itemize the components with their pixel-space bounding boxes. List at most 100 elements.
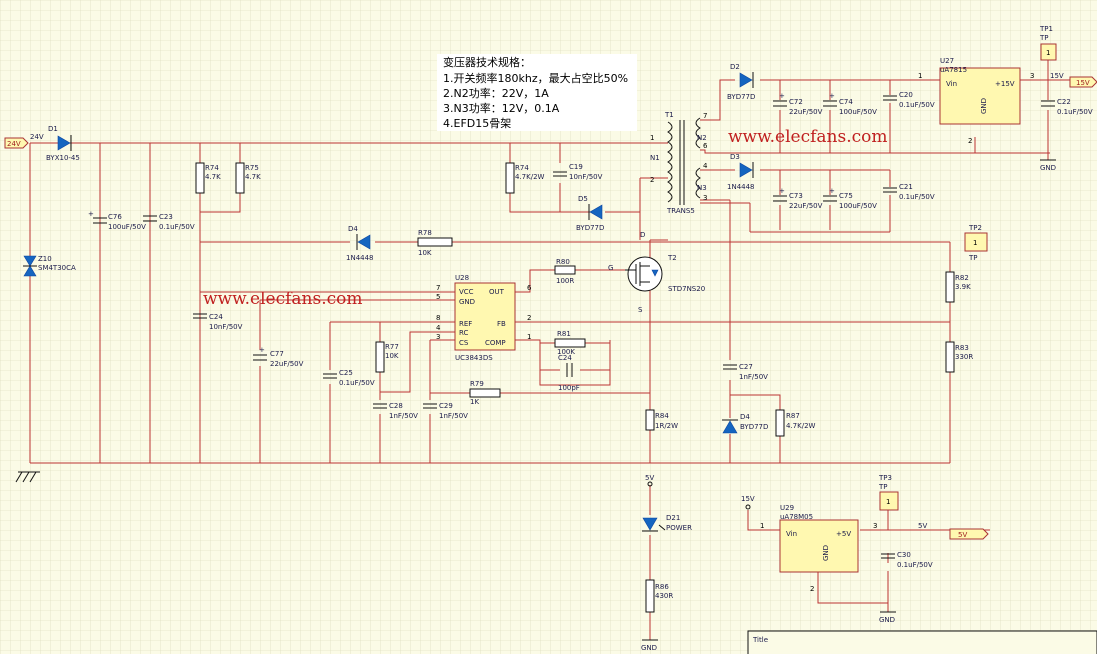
- diode-d5[interactable]: D5 BYD77D: [576, 195, 604, 232]
- capacitor-c27[interactable]: C27 1nF/50V: [723, 363, 768, 381]
- svg-text:RC: RC: [459, 329, 469, 337]
- testpoint-tp2[interactable]: 1 TP2 TP: [964, 224, 988, 262]
- capacitor-c24[interactable]: C24 10nF/50V: [193, 313, 243, 331]
- spec-note-line-3: 3.N3功率：12V，0.1A: [443, 101, 560, 115]
- svg-text:GND: GND: [459, 298, 475, 306]
- output-5v-port[interactable]: 5V: [949, 528, 989, 540]
- resistor-r75[interactable]: R75 4.7K: [235, 162, 261, 194]
- diode-d4b[interactable]: D4 BYD77D: [722, 413, 768, 434]
- svg-text:GND: GND: [822, 545, 830, 561]
- resistor-r87[interactable]: R87 4.7K/2W: [775, 409, 816, 437]
- resistor-r80[interactable]: R80 100R: [554, 258, 576, 285]
- resistor-r74a[interactable]: R74 4.7K: [195, 162, 221, 194]
- resistor-r84[interactable]: R84 1R/2W: [645, 409, 678, 431]
- spec-note: 变压器技术规格： 1.开关频率180khz，最大占空比50% 2.N2功率：22…: [437, 54, 637, 131]
- ground-gnd-u29: GND: [879, 611, 896, 624]
- svg-text:REF: REF: [459, 320, 472, 328]
- svg-text:uA7815: uA7815: [940, 66, 967, 74]
- testpoint-tp1[interactable]: 1 TP1 TP: [1039, 25, 1057, 61]
- resistor-r78[interactable]: R78 10K: [417, 229, 453, 257]
- resistor-r81[interactable]: R81 100K: [554, 330, 586, 356]
- title-block-label: Title: [752, 636, 768, 644]
- svg-text:1: 1: [886, 498, 890, 506]
- capacitor-c19[interactable]: C19 10nF/50V: [553, 163, 603, 181]
- svg-text:R84: R84: [655, 412, 669, 420]
- capacitor-c21[interactable]: C21 0.1uF/50V: [883, 183, 935, 201]
- svg-text:C75: C75: [839, 192, 853, 200]
- diode-d2[interactable]: D2 BYD77D: [727, 63, 755, 101]
- capacitor-c73[interactable]: + C73 22uF/50V: [773, 187, 823, 210]
- diode-d1[interactable]: D1 BYX10-45: [46, 125, 80, 162]
- capacitor-c24b[interactable]: C24 100pF: [558, 354, 580, 392]
- svg-text:C76: C76: [108, 213, 122, 221]
- capacitor-c77[interactable]: + C77 22uF/50V: [253, 346, 304, 368]
- ground-gnd-top: GND: [1040, 159, 1056, 172]
- svg-text:R80: R80: [556, 258, 570, 266]
- svg-text:BYD77D: BYD77D: [576, 224, 604, 232]
- svg-text:1N4448: 1N4448: [346, 254, 374, 262]
- svg-text:7: 7: [703, 112, 707, 120]
- svg-text:2: 2: [968, 137, 972, 145]
- regulator-u27[interactable]: U27 uA7815 Vin +15V GND 1 3 2: [918, 57, 1034, 145]
- svg-text:BYX10-45: BYX10-45: [46, 154, 80, 162]
- resistor-r77[interactable]: R77 10K: [375, 341, 399, 373]
- svg-text:3: 3: [873, 522, 877, 530]
- svg-text:+5V: +5V: [836, 530, 851, 538]
- capacitor-c30[interactable]: C30 0.1uF/50V: [881, 551, 933, 569]
- svg-text:UC3843DS: UC3843DS: [455, 354, 493, 362]
- resistor-r83[interactable]: R83 330R: [945, 341, 973, 373]
- ic-u28-uc3843[interactable]: U28 UC3843DS VCC GND REF RC CS OUT FB CO…: [436, 274, 532, 362]
- svg-text:BYD77D: BYD77D: [740, 423, 768, 431]
- transformer-t1[interactable]: T1 TRANS5 N1 N2 N3 1 2 7 6 4 3: [650, 111, 708, 215]
- svg-text:0.1uF/50V: 0.1uF/50V: [1057, 108, 1093, 116]
- resistor-r79[interactable]: R79 1K: [469, 380, 501, 406]
- mosfet-t2[interactable]: T2 STD7NS20 D S: [625, 231, 705, 314]
- svg-text:D: D: [640, 231, 645, 239]
- regulator-u29[interactable]: U29 uA78M05 Vin +5V GND 1 3 2: [760, 504, 877, 593]
- tvs-diode-z10[interactable]: Z10 SM4T30CA: [23, 255, 76, 277]
- led-d21[interactable]: D21 POWER: [642, 514, 692, 532]
- svg-text:100K: 100K: [557, 348, 575, 356]
- svg-text:5V: 5V: [645, 474, 654, 482]
- resistor-r74b[interactable]: R74 4.7K/2W: [505, 162, 545, 194]
- capacitor-c29[interactable]: C29 1nF/50V: [423, 402, 468, 420]
- svg-text:C25: C25: [339, 369, 353, 377]
- capacitor-c20[interactable]: C20 0.1uF/50V: [883, 91, 935, 109]
- testpoint-tp3[interactable]: 1 TP3 TP: [878, 474, 899, 511]
- spec-note-title: 变压器技术规格：: [443, 55, 531, 69]
- capacitor-c72[interactable]: + C72 22uF/50V: [773, 92, 823, 116]
- resistor-r86[interactable]: R86 430R: [645, 579, 673, 613]
- capacitor-c22[interactable]: C22 0.1uF/50V: [1041, 98, 1093, 116]
- capacitor-c76[interactable]: + C76 100uF/50V: [88, 210, 146, 231]
- spec-note-line-1: 1.开关频率180khz，最大占空比50%: [443, 71, 628, 85]
- watermark-right: www.elecfans.com: [728, 127, 888, 147]
- svg-text:C77: C77: [270, 350, 284, 358]
- resistor-r82[interactable]: R82 3.9K: [945, 271, 971, 303]
- svg-text:D4: D4: [348, 225, 358, 233]
- svg-text:1R/2W: 1R/2W: [655, 422, 678, 430]
- output-15v-port[interactable]: 15V: [1069, 76, 1097, 88]
- svg-text:U29: U29: [780, 504, 794, 512]
- net-24v-label: 24V: [30, 133, 44, 141]
- svg-text:22uF/50V: 22uF/50V: [789, 108, 823, 116]
- diode-d4a[interactable]: D4 1N4448: [346, 225, 374, 262]
- svg-text:U27: U27: [940, 57, 954, 65]
- capacitor-c23[interactable]: C23 0.1uF/50V: [143, 213, 195, 231]
- capacitor-c28[interactable]: C28 1nF/50V: [373, 402, 418, 420]
- svg-text:15V: 15V: [741, 495, 755, 503]
- capacitor-c74[interactable]: + C74 100uF/50V: [823, 92, 877, 116]
- diode-d3[interactable]: D3 1N4448: [727, 153, 755, 191]
- svg-text:R87: R87: [786, 412, 800, 420]
- svg-text:BYD77D: BYD77D: [727, 93, 755, 101]
- svg-text:0.1uF/50V: 0.1uF/50V: [339, 379, 375, 387]
- svg-text:N2: N2: [697, 134, 707, 142]
- input-24v-port[interactable]: 24V: [4, 137, 29, 149]
- svg-text:15V: 15V: [1076, 79, 1090, 87]
- capacitor-c25[interactable]: C25 0.1uF/50V: [323, 369, 375, 387]
- svg-text:0.1uF/50V: 0.1uF/50V: [897, 561, 933, 569]
- svg-text:TP1: TP1: [1039, 25, 1053, 33]
- capacitor-c75[interactable]: + C75 100uF/50V: [823, 187, 877, 210]
- svg-text:Vin: Vin: [786, 530, 797, 538]
- svg-text:Vin: Vin: [946, 80, 957, 88]
